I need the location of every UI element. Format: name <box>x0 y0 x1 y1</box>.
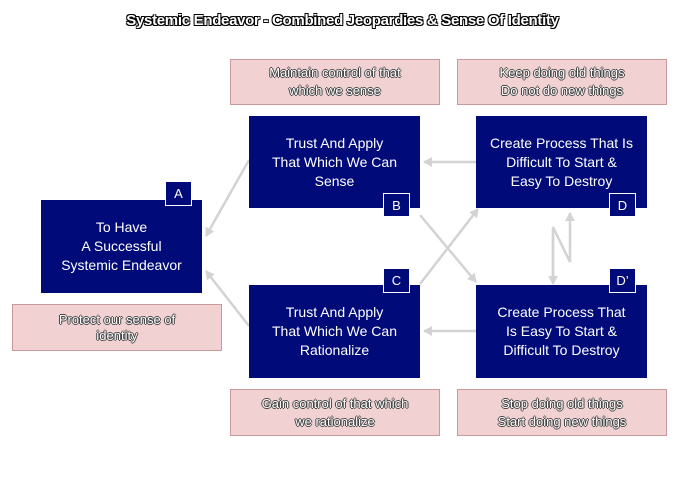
arrow-c-to-d <box>419 208 479 285</box>
arrow-b-to-a <box>204 159 251 237</box>
note-protect-identity: Protect our sense of identity <box>12 304 222 351</box>
note-keep-doing-old: Keep doing old things Do not do new thin… <box>457 59 667 105</box>
tag-a: A <box>165 181 192 206</box>
tag-b: B <box>383 193 410 217</box>
box-c-trust-rationalize: Trust And Apply That Which We Can Ration… <box>249 285 420 378</box>
box-d-difficult-start: Create Process That Is Difficult To Star… <box>476 116 647 208</box>
arrow-c-to-a <box>205 270 250 327</box>
arrow-zigzag-d-dprime <box>551 212 575 282</box>
box-b-trust-sense: Trust And Apply That Which We Can Sense <box>249 116 420 208</box>
box-dprime-easy-start: Create Process That Is Easy To Start & D… <box>476 285 647 378</box>
diagram-title: Systemic Endeavor - Combined Jeopardies … <box>126 12 559 29</box>
tag-dprime: D’ <box>609 268 636 293</box>
note-gain-control: Gain control of that which we rationaliz… <box>230 389 440 436</box>
note-stop-doing-old: Stop doing old things Start doing new th… <box>457 389 667 436</box>
tag-d: D <box>609 193 636 217</box>
box-a-successful-endeavor: To Have A Successful Systemic Endeavor <box>41 200 202 293</box>
tag-c: C <box>383 268 410 293</box>
note-maintain-control: Maintain control of that which we sense <box>230 59 440 105</box>
